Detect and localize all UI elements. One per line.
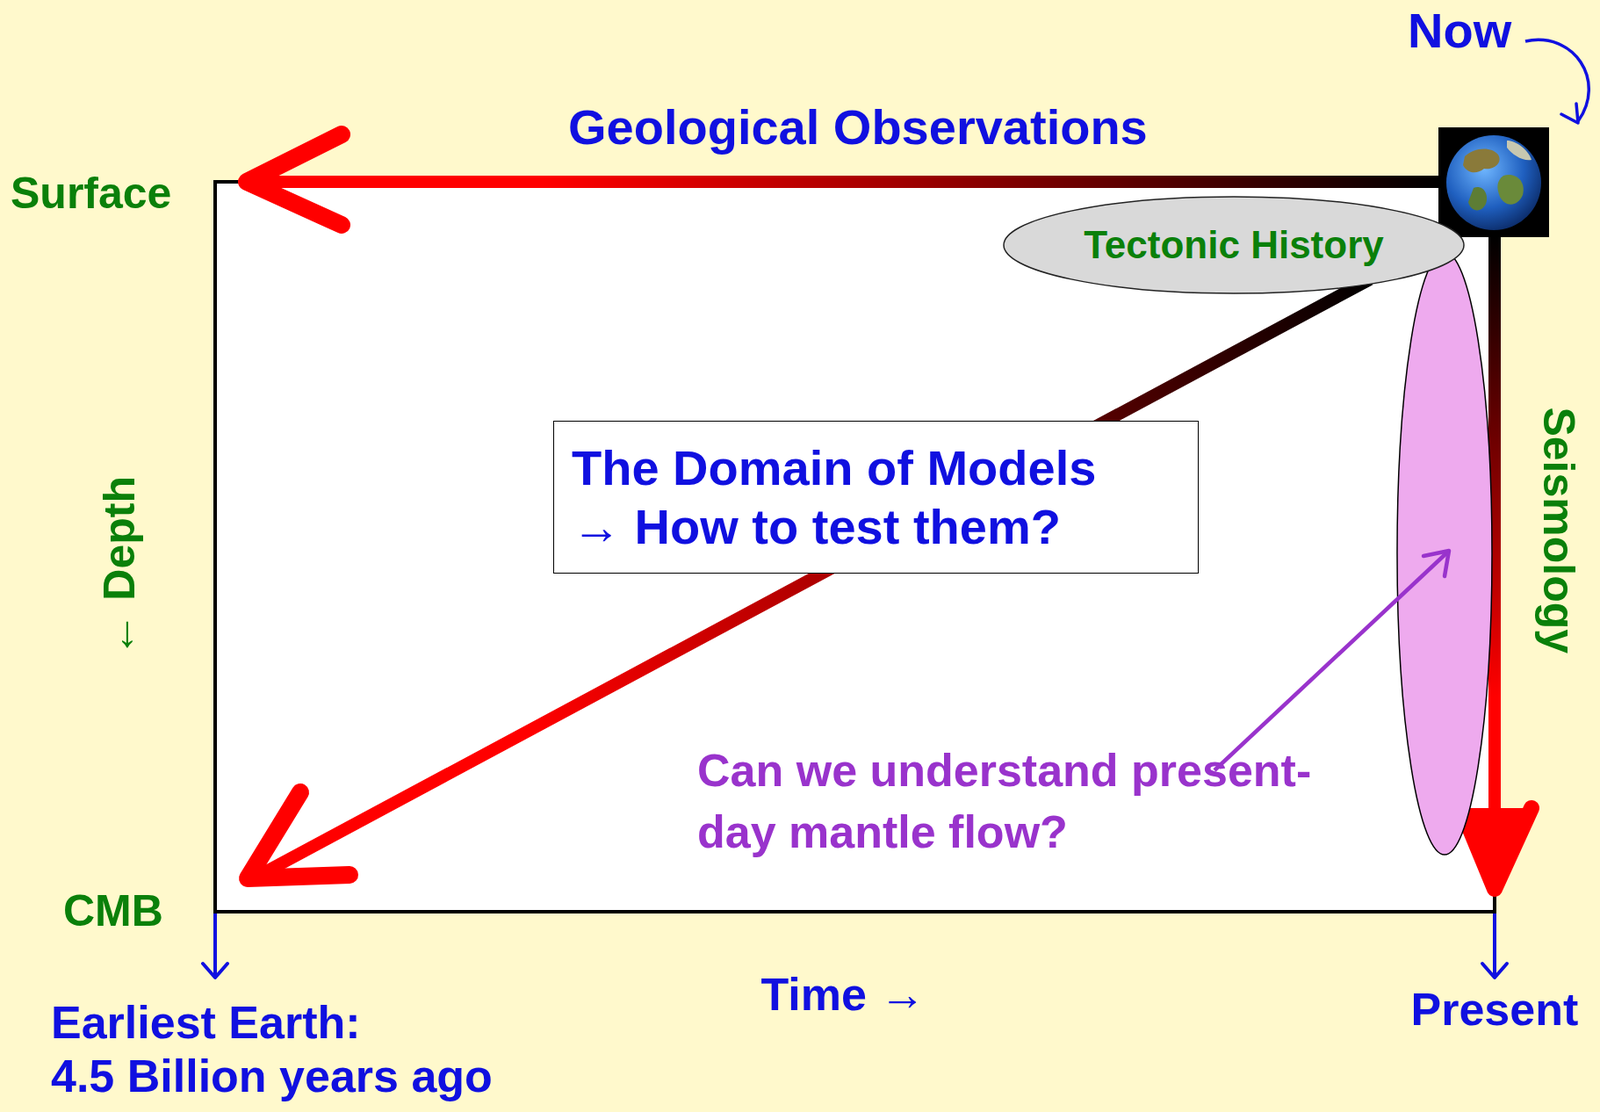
time-label: Present [1411,983,1579,1037]
time-tick-arrow [213,913,217,977]
drawing-part [1506,140,1532,160]
drawing-part [1446,135,1542,231]
time-label: 4.5 Billion years ago [50,1050,493,1103]
domain-frame [215,181,1495,912]
present-day-ellipse [1397,252,1492,855]
ellipse-shape [1003,196,1464,294]
model-box: The Domain of Models→ How to test them? [553,420,1199,574]
observation-arrow [256,175,1441,188]
axis-label: Time → [761,968,926,1022]
arrow-head [1461,807,1532,889]
now-label: Now [1407,2,1512,59]
drawing-part [1497,174,1523,205]
question-callout: Can we understand present-day mantle flo… [697,739,1365,863]
arrow-head [247,792,350,879]
earth-icon [1438,127,1550,238]
arrow-head [202,963,228,978]
pointer-line [1214,552,1448,771]
arrow-head [246,134,342,225]
time-tick-arrow [1492,913,1497,977]
axis-title: Geological Observations [568,99,1148,156]
history-ellipse: Tectonic History [1002,195,1465,295]
node-heading: The Domain of Models [571,438,1096,498]
depth-label: CMB [63,886,164,937]
axis-title: Seismology [1532,406,1584,654]
depth-label: Surface [10,168,172,220]
node-body: → How to test them? [571,497,1061,556]
axis-label: ← Depth [94,475,146,657]
time-label: Earliest Earth: [50,996,361,1050]
drawing-part [1468,187,1487,210]
model-arrow [261,279,1370,874]
arrow-head [1561,103,1579,123]
arrow-head [1482,963,1507,978]
node-heading: Tectonic History [1083,222,1384,269]
now-pointer [1525,39,1589,122]
arrow-head [1423,550,1449,577]
drawing-part [1463,148,1500,173]
drawing-part [1438,127,1550,238]
